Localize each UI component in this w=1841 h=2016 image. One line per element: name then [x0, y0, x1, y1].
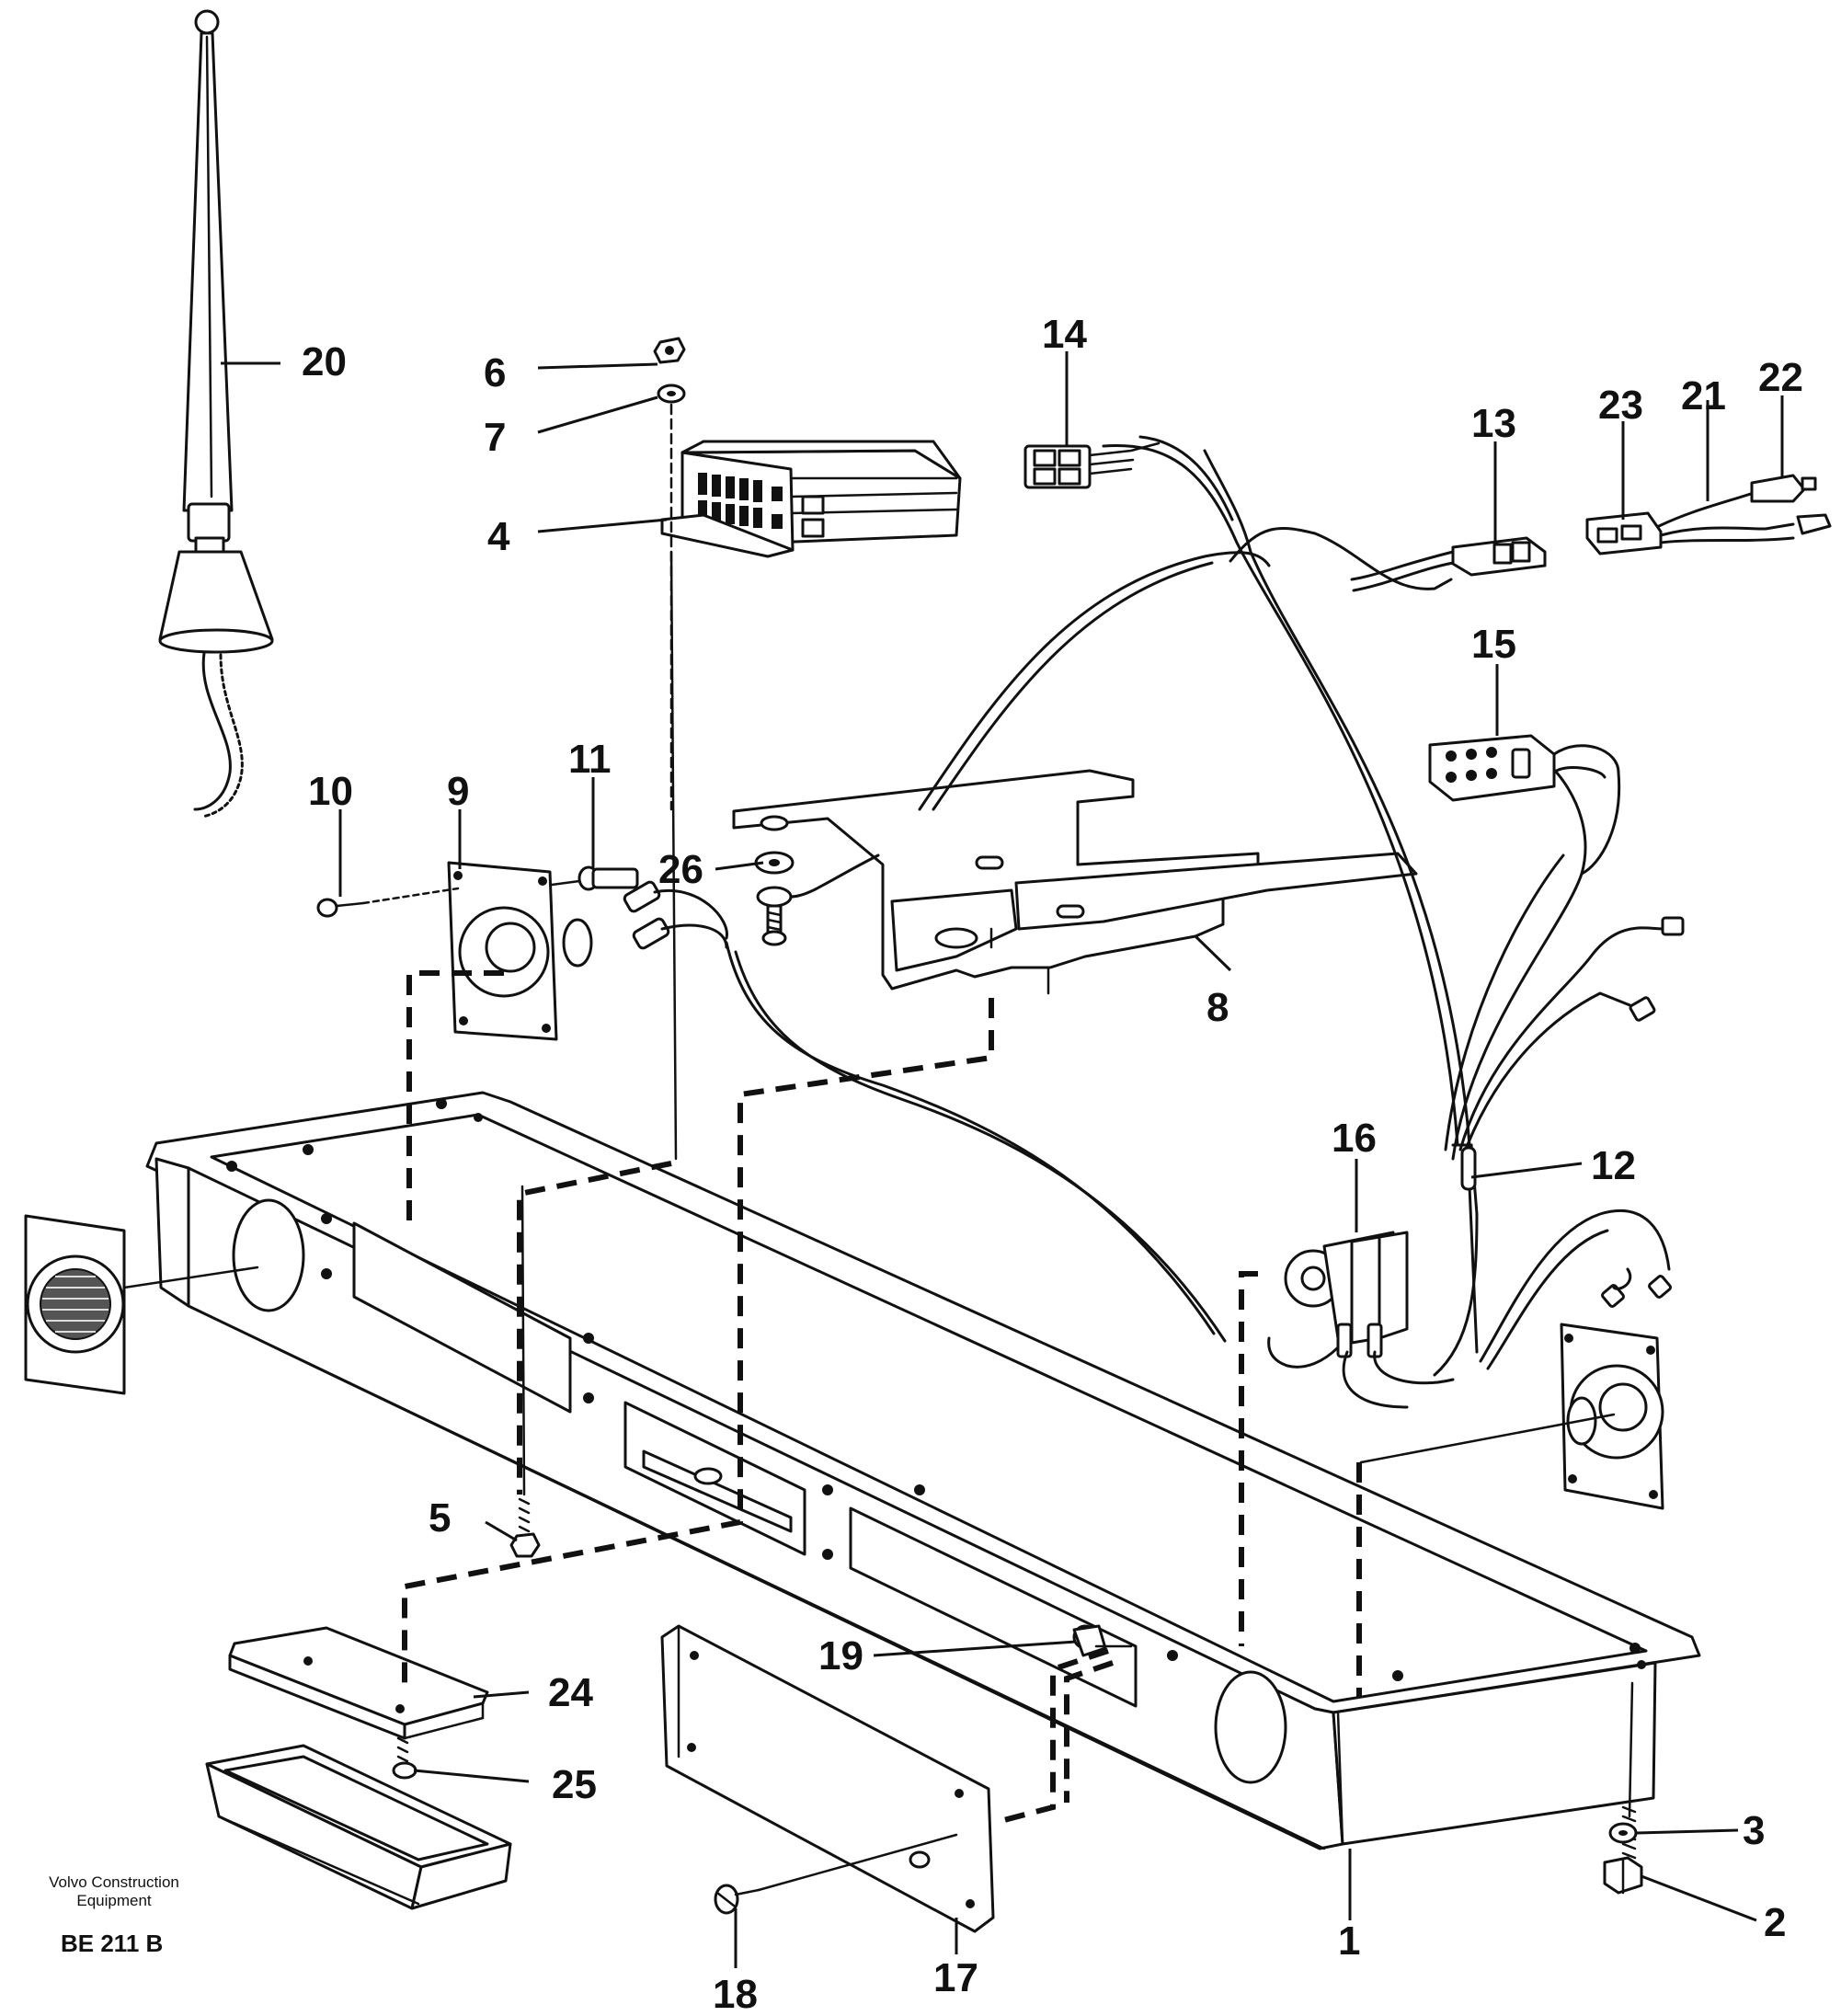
callout-19: 19	[818, 1633, 863, 1678]
callout-22: 22	[1758, 355, 1803, 400]
bracket-8-part	[732, 769, 1418, 995]
callout-6: 6	[484, 350, 506, 395]
clip-19-part	[1072, 1624, 1133, 1657]
radio-front-slots	[698, 473, 783, 529]
connector-13-part	[1350, 536, 1547, 592]
connector-23-part	[1585, 511, 1663, 556]
screw-18-part	[714, 1833, 958, 1915]
speaker-right-part	[1359, 1323, 1664, 1510]
callout-1: 1	[1338, 1919, 1360, 1964]
connector-14-part	[1023, 441, 1161, 489]
callout-20: 20	[302, 339, 347, 384]
cable-harness-12-part	[918, 435, 1671, 1377]
tray-25-part	[205, 1744, 512, 1910]
switch-16-part	[1267, 1231, 1455, 1409]
callout-25: 25	[552, 1762, 597, 1807]
callout-8: 8	[1206, 985, 1229, 1030]
radio-unit-part	[660, 440, 962, 558]
screw-5-part	[509, 1185, 541, 1558]
callout-4: 4	[487, 514, 510, 559]
credit-line-2: Equipment	[76, 1892, 152, 1909]
callout-2: 2	[1764, 1900, 1786, 1945]
callout-5: 5	[429, 1495, 451, 1541]
nut-6-part	[653, 337, 686, 364]
assembly-dashed-lines	[402, 970, 1362, 1824]
callout-23: 23	[1598, 383, 1643, 428]
console-housing-1-part	[145, 1091, 1701, 1850]
callout-26: 26	[658, 847, 703, 892]
antenna-part	[158, 9, 274, 819]
callout-16: 16	[1332, 1116, 1377, 1161]
callout-17: 17	[933, 1955, 978, 2000]
connector-22-part	[1750, 474, 1832, 535]
callout-12: 12	[1591, 1143, 1636, 1188]
plate-17-part	[660, 1624, 995, 1933]
callout-9: 9	[447, 769, 469, 814]
connector-15-part	[1428, 734, 1621, 876]
screw-10-part	[316, 887, 460, 918]
speaker-grille-part	[24, 1214, 259, 1395]
figure-code: BE 211 B	[61, 1930, 163, 1957]
callout-21: 21	[1681, 373, 1726, 418]
callout-15: 15	[1471, 622, 1516, 667]
screw-25-part	[392, 1736, 417, 1780]
callout-13: 13	[1471, 401, 1516, 446]
cover-plate-24-part	[228, 1626, 489, 1740]
callout-18: 18	[713, 1972, 758, 2016]
callout-labels: 20 6 7 4 14 13 23 21 22 15 10 9 11 26 8 …	[302, 312, 1803, 2016]
callout-10: 10	[308, 769, 353, 814]
washer-7-part	[657, 384, 686, 404]
callout-14: 14	[1042, 312, 1087, 357]
callout-7: 7	[484, 415, 506, 460]
speaker-cable-part	[623, 880, 1227, 1343]
speaker-9-part	[447, 861, 593, 1041]
small-connectors-part	[1601, 916, 1685, 1308]
washer-3-part	[1608, 1822, 1638, 1844]
leader-lines	[221, 351, 1784, 1968]
fastener-26-part	[754, 815, 880, 946]
wire-21-part	[1657, 490, 1795, 544]
figure-credit: Volvo Construction Equipment BE 211 B	[49, 1873, 179, 1957]
callout-24: 24	[548, 1670, 593, 1715]
spacer-11-part	[550, 865, 639, 891]
callout-3: 3	[1743, 1808, 1765, 1853]
callout-11: 11	[568, 737, 612, 782]
credit-line-1: Volvo Construction	[49, 1873, 179, 1891]
